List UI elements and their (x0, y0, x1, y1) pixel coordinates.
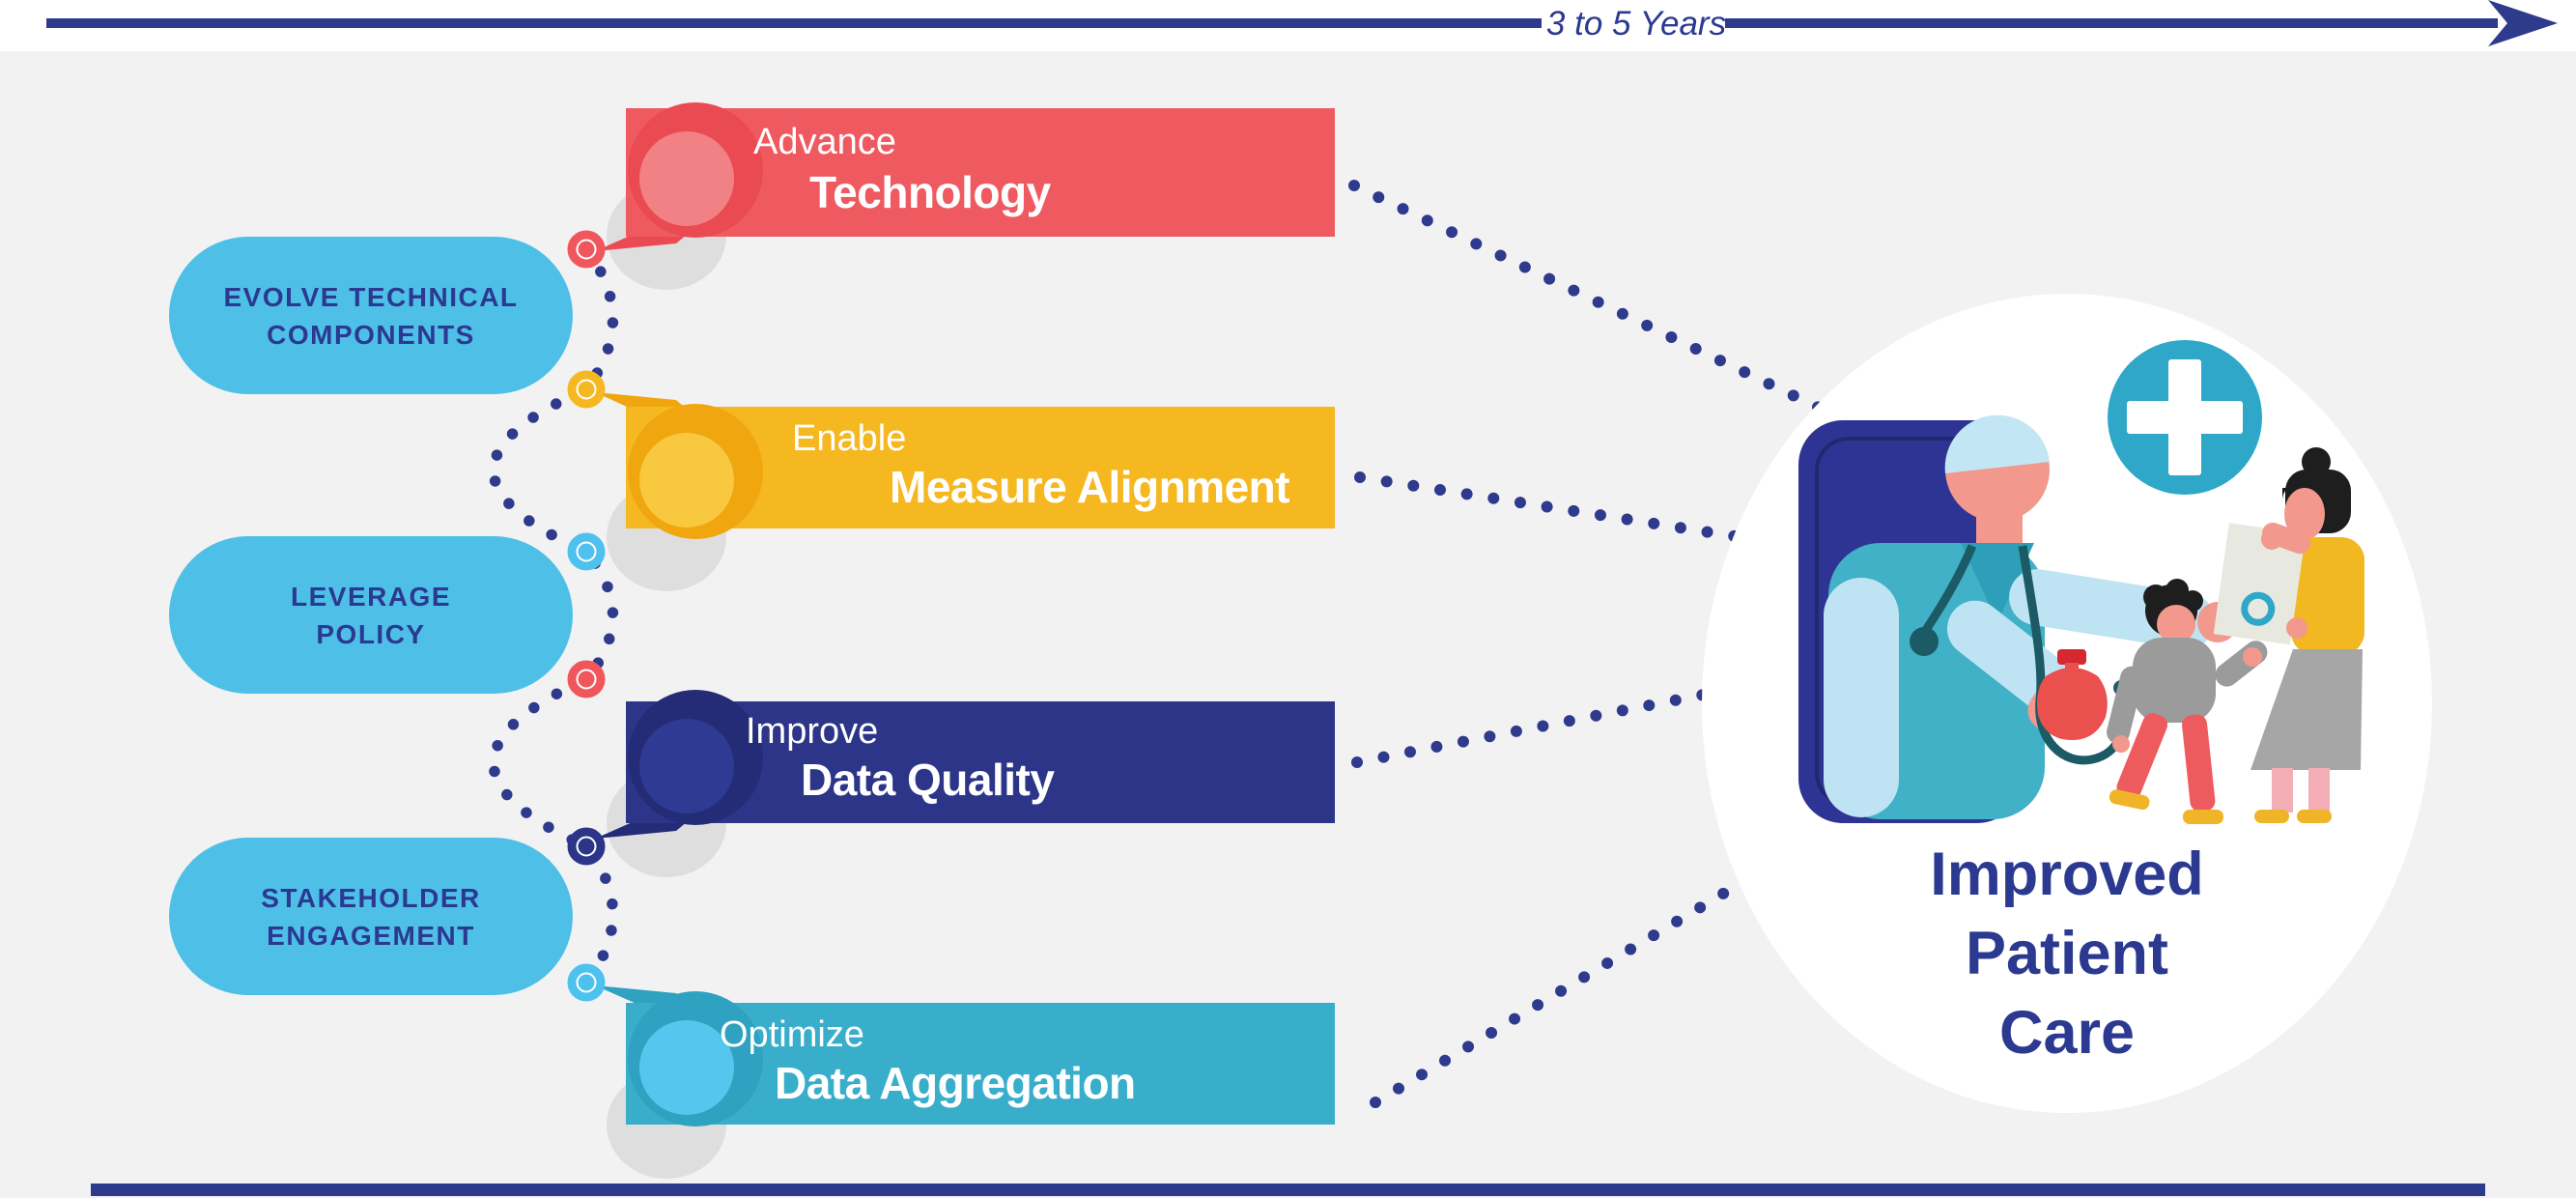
pillar-pill-evolve-technical-components: EVOLVE TECHNICAL COMPONENTS (169, 237, 573, 394)
outcome-line3: Care (1998, 999, 2136, 1067)
bottom-accent-bar (91, 1184, 2485, 1196)
mother-hair-bun (2302, 447, 2331, 476)
child-arm-down (2107, 666, 2144, 744)
banner-graphic-data-aggregation (595, 985, 1335, 1179)
mother-leg-left (2272, 768, 2293, 813)
pill-label-line1: LEVERAGE (290, 581, 452, 612)
mother-illustration (2213, 447, 2364, 823)
strategy-banner-data-quality: Improve Data Quality (626, 701, 1335, 823)
mother-hand-top (2261, 528, 2282, 550)
banner-action-label: Optimize (720, 1014, 864, 1055)
banner-graphic-data-quality (595, 690, 1335, 877)
strategy-banner-measure-alignment: Enable Measure Alignment (626, 407, 1335, 528)
doctor-cap (1944, 414, 2050, 473)
doctor-illustration (1824, 414, 2238, 819)
dotted-serpentine-connector (488, 243, 619, 988)
connector-ring-3 (567, 532, 606, 571)
child-face (2157, 605, 2195, 643)
child-leg-right (2182, 714, 2216, 812)
mother-bangs (2281, 480, 2327, 501)
banner-circle-inner (639, 1020, 734, 1115)
mother-leg-right (2308, 768, 2330, 813)
outcome-line2: Patient (1965, 920, 2169, 987)
banner-focus-label: Technology (809, 167, 1051, 217)
banner-circle-inner (639, 131, 734, 226)
connector-line-data-quality (1351, 682, 1744, 768)
banner-action-label: Improve (746, 711, 879, 752)
banner-focus-label: Data Quality (801, 755, 1055, 805)
pill-label-line1: EVOLVE TECHNICAL (223, 281, 519, 312)
mother-shoe-right (2297, 810, 2332, 823)
connector-rings (567, 230, 606, 1002)
arrowhead-icon (2488, 0, 2558, 46)
child-shoe-left (2109, 789, 2150, 811)
mother-sleeve (2341, 547, 2364, 628)
prescription-paper-icon (2213, 523, 2307, 645)
timeline-arrow-icon (46, 0, 2558, 46)
pill-label-line2: POLICY (316, 618, 426, 649)
timeline-line-right (1725, 18, 2498, 28)
mother-skirt (2250, 649, 2363, 770)
strategy-banner-technology: Advance Technology (626, 108, 1335, 237)
banner-action-label: Enable (792, 418, 907, 459)
banner-focus-label: Measure Alignment (890, 462, 1290, 512)
banner-focus-label: Data Aggregation (775, 1058, 1136, 1108)
connector-ring-1 (567, 230, 606, 269)
pill-label-line2: ENGAGEMENT (267, 920, 475, 951)
child-illustration (2107, 579, 2268, 824)
mother-face (2284, 488, 2325, 540)
mother-hand-bottom (2286, 617, 2307, 639)
pill-label-line1: STAKEHOLDER (261, 882, 481, 913)
connector-line-measure-alignment (1354, 471, 1746, 543)
child-sweater (2133, 638, 2216, 723)
mother-shoe-left (2254, 810, 2289, 823)
outcome-title: Improved Patient Care (1853, 835, 2281, 1072)
connector-ring-4 (567, 660, 606, 699)
dotted-converging-lines (1348, 180, 1841, 1108)
strategy-banner-data-aggregation: Optimize Data Aggregation (626, 1003, 1335, 1125)
timeline-label: 3 to 5 Years (1545, 5, 1727, 43)
banner-graphic-technology (595, 102, 1335, 290)
child-leg-left (2116, 713, 2168, 800)
timeline-line-left (46, 18, 1542, 28)
pillar-pill-leverage-policy: LEVERAGE POLICY (169, 536, 573, 694)
pill-label-line2: COMPONENTS (267, 319, 475, 350)
banner-action-label: Advance (753, 122, 896, 162)
medicine-bottle-icon (2037, 649, 2108, 740)
connector-ring-2 (567, 370, 606, 409)
doctor-left-sleeve (1824, 578, 1899, 817)
banner-circle-inner (639, 433, 734, 528)
child-shoe-right (2183, 810, 2223, 824)
outcome-line1: Improved (1930, 841, 2204, 908)
banner-graphic-measure-alignment (595, 392, 1335, 591)
connector-line-technology (1348, 180, 1841, 421)
banner-circle-inner (639, 719, 734, 813)
pillar-pill-stakeholder-engagement: STAKEHOLDER ENGAGEMENT (169, 838, 573, 995)
child-hand (2243, 647, 2262, 667)
doctor-vneck (1961, 543, 2034, 622)
connector-ring-5 (567, 827, 606, 866)
connector-line-data-aggregation (1370, 870, 1758, 1108)
outcome-circle-illustration (1702, 294, 2432, 1113)
medical-plus-icon (2108, 340, 2262, 495)
connector-ring-6 (567, 963, 606, 1002)
